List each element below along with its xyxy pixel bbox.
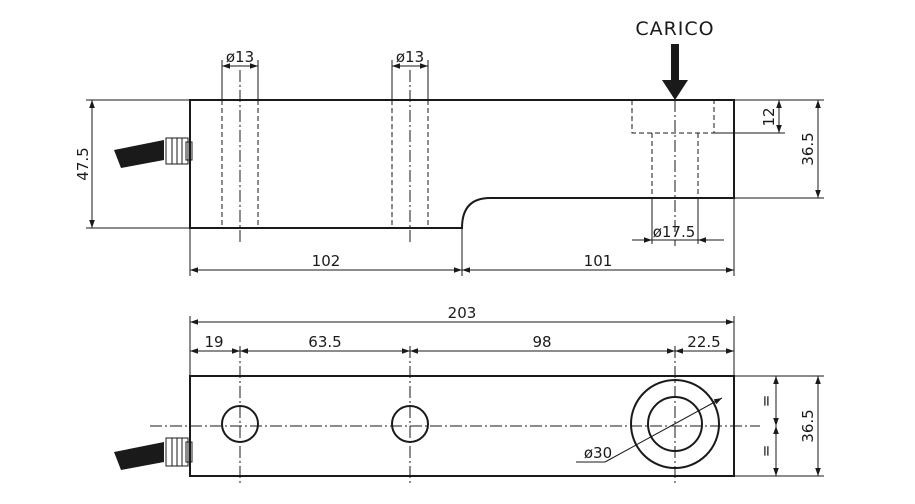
equal-mark-bottom: = (757, 445, 775, 458)
len-left-label: 102 (312, 252, 341, 270)
seg-2-label: 63.5 (308, 333, 341, 351)
load-arrow-icon (662, 44, 688, 100)
hole-mid-dia-label: ø13 (396, 48, 424, 66)
total-length-label: 203 (448, 304, 477, 322)
cable-top (114, 442, 164, 470)
cable-gland-side (114, 137, 193, 168)
side-view-outline (189, 99, 735, 229)
equal-mark-top: = (757, 395, 775, 408)
side-view: ø13 ø13 ø17.5 CARICO 47.5 (74, 18, 824, 276)
seg-3-label: 98 (532, 333, 551, 351)
bore-dia-label: ø17.5 (653, 223, 696, 241)
top-view: ø30 203 19 63.5 98 22.5 = = 36.5 (114, 304, 824, 484)
cable-gland-top (114, 437, 193, 470)
height-total-label: 47.5 (74, 147, 92, 180)
counterbore-depth-label: 12 (760, 107, 778, 126)
width-label: 36.5 (799, 409, 817, 442)
load-label: CARICO (635, 18, 714, 40)
height-right-label: 36.5 (799, 132, 817, 165)
counterbore-dia-label: ø30 (584, 444, 612, 462)
cable-side (114, 140, 164, 168)
seg-4-label: 22.5 (687, 333, 720, 351)
counterbore-leader (604, 397, 723, 463)
counterbore-hidden (631, 100, 715, 134)
len-right-label: 101 (584, 252, 613, 270)
seg-1-label: 19 (204, 333, 223, 351)
hole-left-dia-label: ø13 (226, 48, 254, 66)
